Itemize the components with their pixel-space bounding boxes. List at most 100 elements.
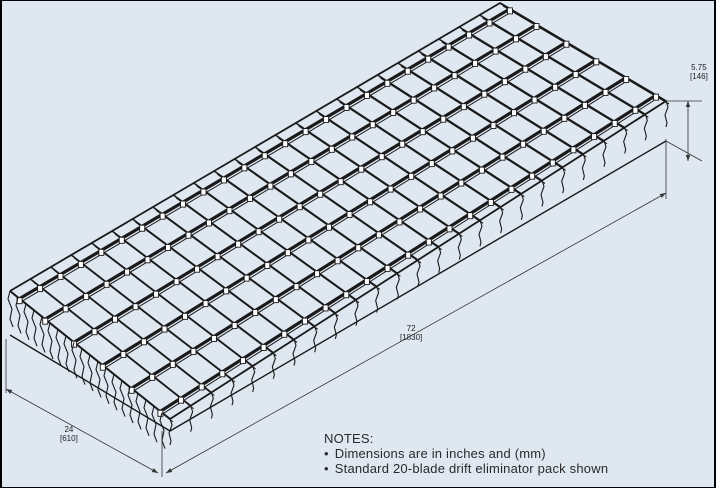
blade-clip: [220, 176, 227, 184]
blade-clip: [83, 293, 90, 301]
length-dimension-line: [165, 192, 667, 474]
blade-clip: [490, 122, 497, 129]
blade-clip: [62, 305, 69, 313]
blade-clip: [511, 109, 517, 117]
blade-front-profile: [47, 322, 54, 360]
blade-clip: [522, 65, 529, 73]
blade-clip: [549, 159, 556, 167]
blade-lower-edge: [114, 233, 277, 357]
blade-clip: [219, 370, 226, 378]
blade-clip: [343, 291, 350, 299]
blade-clip: [334, 257, 341, 265]
blade-clip: [540, 127, 547, 135]
blade-end-profile: [395, 273, 400, 300]
blade-clip: [77, 261, 84, 268]
notes-block: NOTES: Dimensions are in inches and (mm)…: [324, 431, 608, 476]
blade-front-profile: [151, 406, 158, 443]
blade-clip: [231, 322, 238, 329]
blade-clip: [194, 265, 201, 273]
blade-clip: [425, 238, 432, 246]
blade-clip: [240, 357, 246, 365]
blade-clip: [206, 219, 212, 227]
blade-clip: [469, 134, 476, 142]
blade-top: [132, 218, 295, 341]
blade-clip: [287, 170, 294, 178]
blade-clip: [458, 179, 465, 187]
blade-clip: [241, 164, 248, 172]
blade-clip: [446, 225, 453, 233]
blade-clip: [602, 88, 609, 96]
blade-top: [172, 194, 336, 314]
blade-front-profile: [111, 374, 118, 411]
blade-clip: [42, 317, 49, 325]
blade-clip: [211, 335, 217, 342]
blade-clip: [492, 47, 499, 55]
blade-end-profile: [581, 153, 586, 181]
blade-lower-edge: [12, 293, 174, 423]
blade-lower-edge: [502, 5, 670, 105]
blade-clip: [404, 67, 411, 75]
blade-clip: [570, 146, 577, 154]
blade-top: [336, 98, 502, 208]
blade-clip: [57, 273, 64, 280]
blade-clip: [472, 59, 479, 67]
blade-front-profile: [103, 367, 110, 404]
blade-top: [193, 182, 357, 301]
pack-outline: [9, 1, 668, 421]
width-arrow-right: [151, 468, 158, 473]
blade-front-profile: [135, 393, 142, 430]
blades: [7, 2, 670, 449]
blade-clip: [581, 101, 588, 109]
blade-clip: [296, 203, 303, 211]
blade-clip: [153, 290, 160, 298]
blade-clip: [542, 53, 549, 61]
blade-clip: [255, 228, 262, 236]
blade-clip: [284, 249, 291, 257]
blade-clip: [428, 160, 435, 168]
blade-clip: [317, 190, 324, 198]
blade-top: [356, 86, 522, 195]
blade-clip: [593, 58, 600, 66]
blade-clip: [261, 152, 268, 160]
blade-clip: [214, 253, 221, 261]
blade-clip: [563, 40, 570, 48]
blade-end-profile: [602, 140, 607, 167]
blade-lower-edge: [421, 53, 587, 158]
blade-clip: [118, 236, 125, 244]
blade-clip: [314, 270, 321, 278]
blade-clip: [337, 178, 344, 186]
blade-end-profile: [189, 405, 194, 432]
blade-clip: [260, 343, 267, 351]
blade-clip: [99, 363, 106, 371]
blade-clip: [487, 199, 494, 206]
blade-top: [458, 26, 626, 129]
blade-clip: [520, 140, 527, 148]
blade-clip: [182, 312, 188, 320]
blade-clip: [37, 285, 43, 293]
width-mm: [610]: [60, 434, 78, 443]
blade-end-profile: [271, 352, 276, 379]
blade-front-profile: [55, 329, 62, 366]
blade-end-profile: [230, 379, 235, 406]
blade-clip: [611, 120, 618, 127]
blade-clip: [178, 396, 185, 404]
blade-clip: [378, 153, 385, 161]
blade-clip: [591, 133, 598, 141]
blade-clip: [467, 212, 474, 220]
blade-clip: [572, 71, 579, 79]
blade-end-profile: [375, 286, 380, 313]
blade-front-profile: [143, 399, 150, 436]
blade-front-profile: [7, 290, 14, 328]
blade-clip: [302, 128, 309, 136]
blade-clip: [112, 315, 118, 323]
blade-end-profile: [457, 233, 462, 260]
blade-end-profile: [437, 246, 442, 273]
blade-clip: [513, 35, 519, 43]
blade-clip: [293, 283, 300, 291]
blade-clip: [103, 280, 110, 288]
blade-top: [254, 146, 419, 261]
length-inches: 72: [406, 324, 416, 333]
width-dimension-label: 24 [610]: [60, 425, 78, 443]
blade-clip: [653, 93, 659, 101]
blade-clip: [460, 103, 467, 111]
